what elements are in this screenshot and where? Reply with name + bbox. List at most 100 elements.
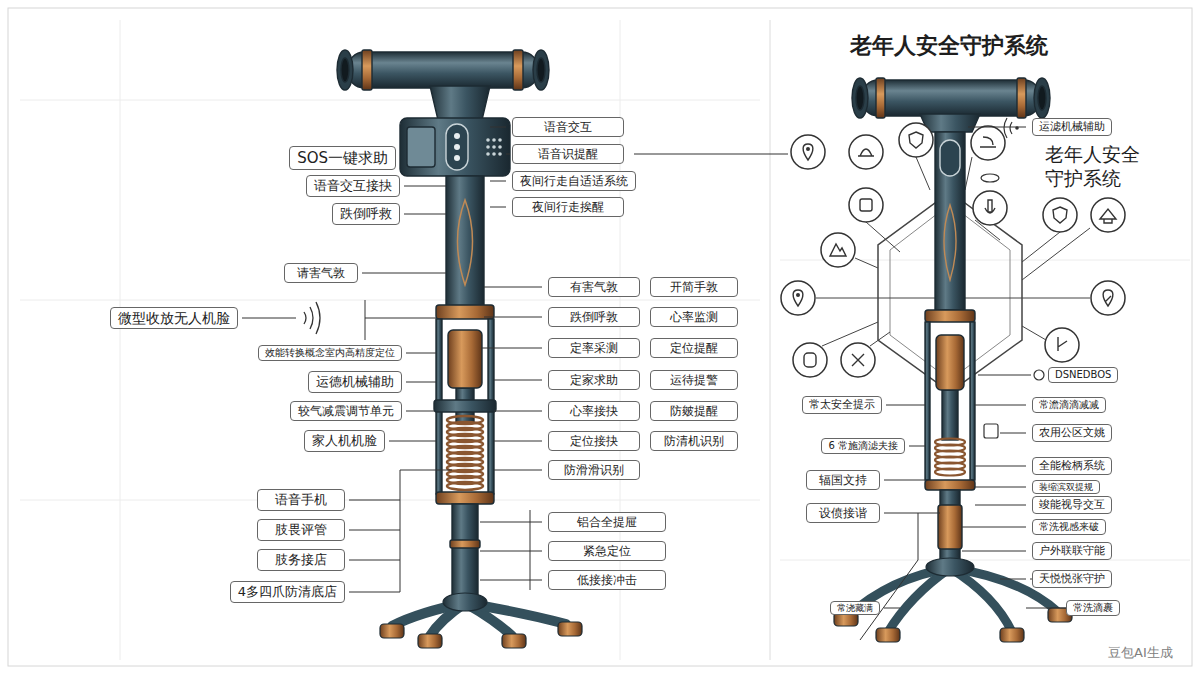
label-text: 语音识提醒 [520,147,616,161]
label-box: 定位接抉 [548,431,640,451]
label-box: 防清机识别 [650,431,738,451]
label-text: 4多四爪防清底店 [238,584,337,600]
label-text: 常太安全提示 [809,398,875,411]
label-text: 夜间行走自适适系统 [520,174,628,188]
label-text: 辐国文持 [814,473,872,487]
label-box: 常洗视感来破 [1032,519,1106,535]
label-box: 定位提醒 [650,338,738,358]
label-text: 有害气敦 [556,280,632,294]
label-text: 心率接抉 [556,404,632,418]
label-text: DSNEDBOS [1055,369,1111,381]
label-text: 设偾接谐 [814,506,872,520]
label-box: 全能检柄系统 [1032,457,1112,474]
title: 老年人安全守护系统 [850,31,1048,61]
watermark: 豆包AI生成 [1108,645,1173,661]
label-text: 低接接冲击 [556,573,658,587]
label-text: 天悦悦张守护 [1039,572,1105,585]
label-text: 夜间行走挨醒 [520,200,616,214]
label-text: 常浇藏满 [837,603,873,614]
label-box: 竣能视导交互 [1032,496,1112,513]
label-text: 运滤机械辅助 [1039,120,1105,133]
label-box: 肢畏评管 [257,519,345,541]
label-text: SOS一键求助 [297,149,388,167]
label-box: 肢务接店 [257,549,345,571]
label-box: 常浇藏满 [830,601,880,616]
label-text: 农用公区文姚 [1039,426,1105,439]
label-box: SOS一键求助 [289,146,396,170]
label-text: 防滑滑识别 [556,463,632,477]
label-text: 跌倒呼救 [340,206,392,222]
label-box: 微型收放无人机脸 [110,307,238,330]
label-box: 跌倒呼敦 [548,307,640,327]
label-text: 语音交互接抉 [314,178,392,194]
label-box: 紧急定位 [548,541,666,561]
label-text: 定家求助 [556,373,632,387]
label-text: 微型收放无人机脸 [118,310,230,327]
label-box: 语音识提醒 [512,144,624,164]
label-text: 户外联联守能 [1039,544,1105,557]
label-text: 效能转换概念室内高精度定位 [265,347,395,359]
label-box: 语音手机 [257,489,345,511]
label-box: 辐国文持 [806,470,880,490]
label-box: 防滑滑识别 [548,460,640,480]
side-heading: 老年人安全守护系统 [1045,143,1144,191]
label-box: 铝合全提屉 [548,512,666,532]
label-text: 常澹滴滴减减 [1039,399,1099,411]
label-text: 常洗视感来破 [1039,521,1099,533]
label-text: 语音交互 [520,120,616,134]
label-box: 开简手敦 [650,277,738,297]
label-text: 肢畏评管 [265,522,337,538]
label-box: 常澹滴滴减减 [1032,397,1106,413]
label-text: 开简手敦 [658,280,730,294]
label-box: 防皴提醒 [650,401,738,421]
label-text: 运待提警 [658,373,730,387]
label-text: 请害气敦 [292,266,350,280]
label-text: 较气减震调节单元 [298,404,394,418]
label-text: 家人机机脸 [312,433,377,449]
label-box: 语音交互 [512,117,624,137]
label-text: 跌倒呼敦 [556,310,632,324]
label-box: 夜间行走自适适系统 [512,171,636,191]
label-box: 常太安全提示 [802,396,882,413]
label-text: 紧急定位 [556,544,658,558]
label-box: 效能转换概念室内高精度定位 [258,345,402,361]
label-box: 装缩滨双提规 [1032,480,1100,495]
label-box: 运德机械辅助 [308,371,402,393]
label-box: 跌倒呼救 [332,203,400,225]
label-box: 心率监测 [650,307,738,327]
label-box: 常洗滴裹 [1066,600,1120,616]
label-text: 防清机识别 [658,434,730,448]
label-text: 肢务接店 [265,552,337,568]
label-text: 6 常施滴滤夫接 [828,440,898,452]
label-box: 户外联联守能 [1032,542,1112,559]
label-box: 低接接冲击 [548,570,666,590]
label-box: 较气减震调节单元 [290,401,402,421]
label-box: 语音交互接抉 [306,175,400,197]
label-text: 定位提醒 [658,341,730,355]
label-box: 定率采测 [548,338,640,358]
label-text: 定位接抉 [556,434,632,448]
label-text: 铝合全提屉 [556,515,658,529]
label-box: 天悦悦张守护 [1032,570,1112,587]
label-box: 设偾接谐 [806,503,880,523]
label-text: 常洗滴裹 [1073,602,1113,614]
label-text: 装缩滨双提规 [1039,482,1093,493]
label-box: 运滤机械辅助 [1032,118,1112,135]
label-text: 运德机械辅助 [316,374,394,390]
label-box: 请害气敦 [284,263,358,283]
label-box: 4多四爪防清底店 [230,581,345,603]
label-text: 定率采测 [556,341,632,355]
label-box: 家人机机脸 [304,430,385,452]
label-box: 夜间行走挨醒 [512,197,624,217]
label-box: 心率接抉 [548,401,640,421]
label-text: 防皴提醒 [658,404,730,418]
label-box: 有害气敦 [548,277,640,297]
label-box: 定家求助 [548,370,640,390]
label-box: 运待提警 [650,370,738,390]
label-box: 农用公区文姚 [1032,424,1112,441]
label-text: 语音手机 [265,492,337,508]
label-text: 心率监测 [658,310,730,324]
label-box: 6 常施滴滤夫接 [821,438,905,454]
label-box: DSNEDBOS [1048,367,1118,383]
